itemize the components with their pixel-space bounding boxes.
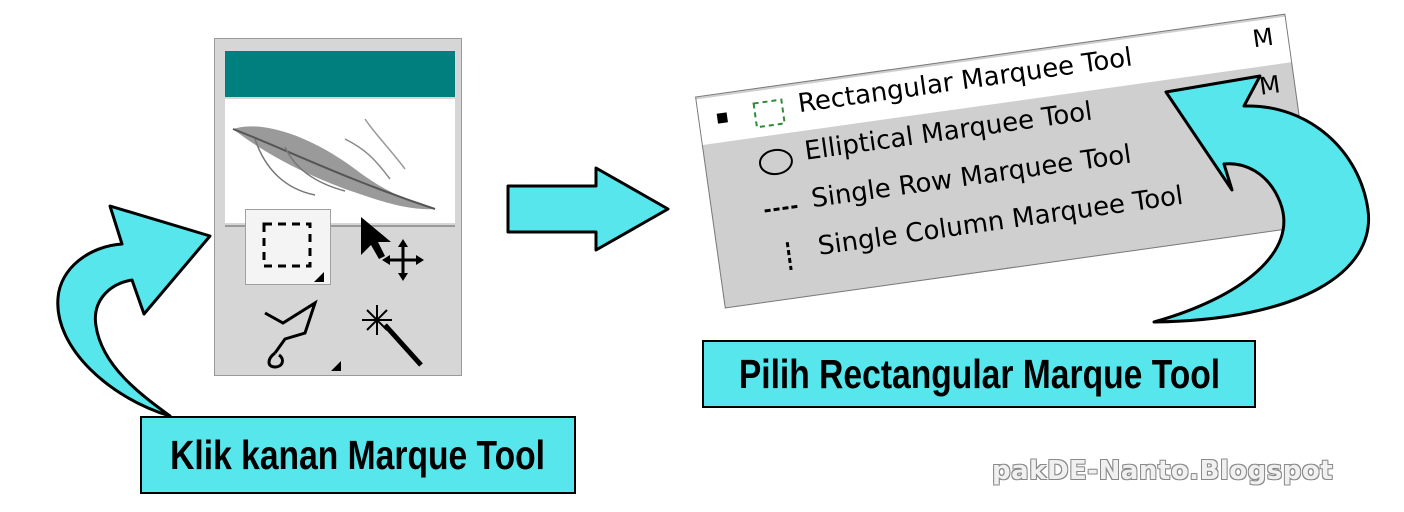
caption-right-text: Pilih Rectangular Marque Tool <box>738 350 1220 397</box>
marquee-rect-icon <box>262 222 324 282</box>
menu-item-elliptical-marquee[interactable]: Elliptical Marquee Tool M <box>703 64 1298 192</box>
marquee-context-menu: Rectangular Marquee Tool M Elliptical Ma… <box>684 0 1328 331</box>
selected-bullet-icon <box>716 112 728 124</box>
magic-wand-icon <box>362 305 423 367</box>
curved-arrow-left-icon <box>56 204 212 418</box>
caption-choose-rectangular-marquee: Pilih Rectangular Marque Tool <box>702 340 1256 408</box>
tool-polygonal-lasso[interactable] <box>245 293 345 373</box>
marquee-row-icon <box>764 204 801 213</box>
tool-rectangular-marquee[interactable] <box>245 209 331 285</box>
feather-icon <box>232 118 436 210</box>
toolbox-panel <box>214 38 462 376</box>
feather-logo <box>225 99 455 223</box>
move-icon <box>361 217 424 281</box>
lasso-icon <box>264 299 341 371</box>
toolbox-divider <box>225 225 455 227</box>
marquee-menu-screenshot: Rectangular Marquee Tool M Elliptical Ma… <box>695 13 1316 309</box>
toolbox-header-bar[interactable] <box>225 51 455 97</box>
marquee-ellipse-icon <box>759 148 793 176</box>
tool-magic-wand[interactable] <box>351 295 431 373</box>
right-arrow-icon <box>506 166 670 252</box>
caption-left-text: Klik kanan Marque Tool <box>170 431 546 478</box>
menu-item-shortcut: M <box>1250 22 1276 54</box>
menu-item-single-row-marquee[interactable]: Single Row Marquee Tool <box>710 112 1305 240</box>
menu-panel: Rectangular Marquee Tool M Elliptical Ma… <box>695 13 1316 309</box>
caption-right-click-marquee: Klik kanan Marque Tool <box>140 416 576 494</box>
tool-move[interactable] <box>351 211 431 281</box>
marquee-column-icon <box>785 241 793 271</box>
curved-arrow-right-icon <box>1152 74 1371 324</box>
marquee-rect-icon <box>752 98 786 129</box>
menu-item-rectangular-marquee[interactable]: Rectangular Marquee Tool M <box>696 16 1292 145</box>
blog-watermark: pakDE-Nanto.Blogspot <box>992 456 1334 486</box>
menu-item-single-column-marquee[interactable]: Single Column Marquee Tool <box>717 159 1312 287</box>
